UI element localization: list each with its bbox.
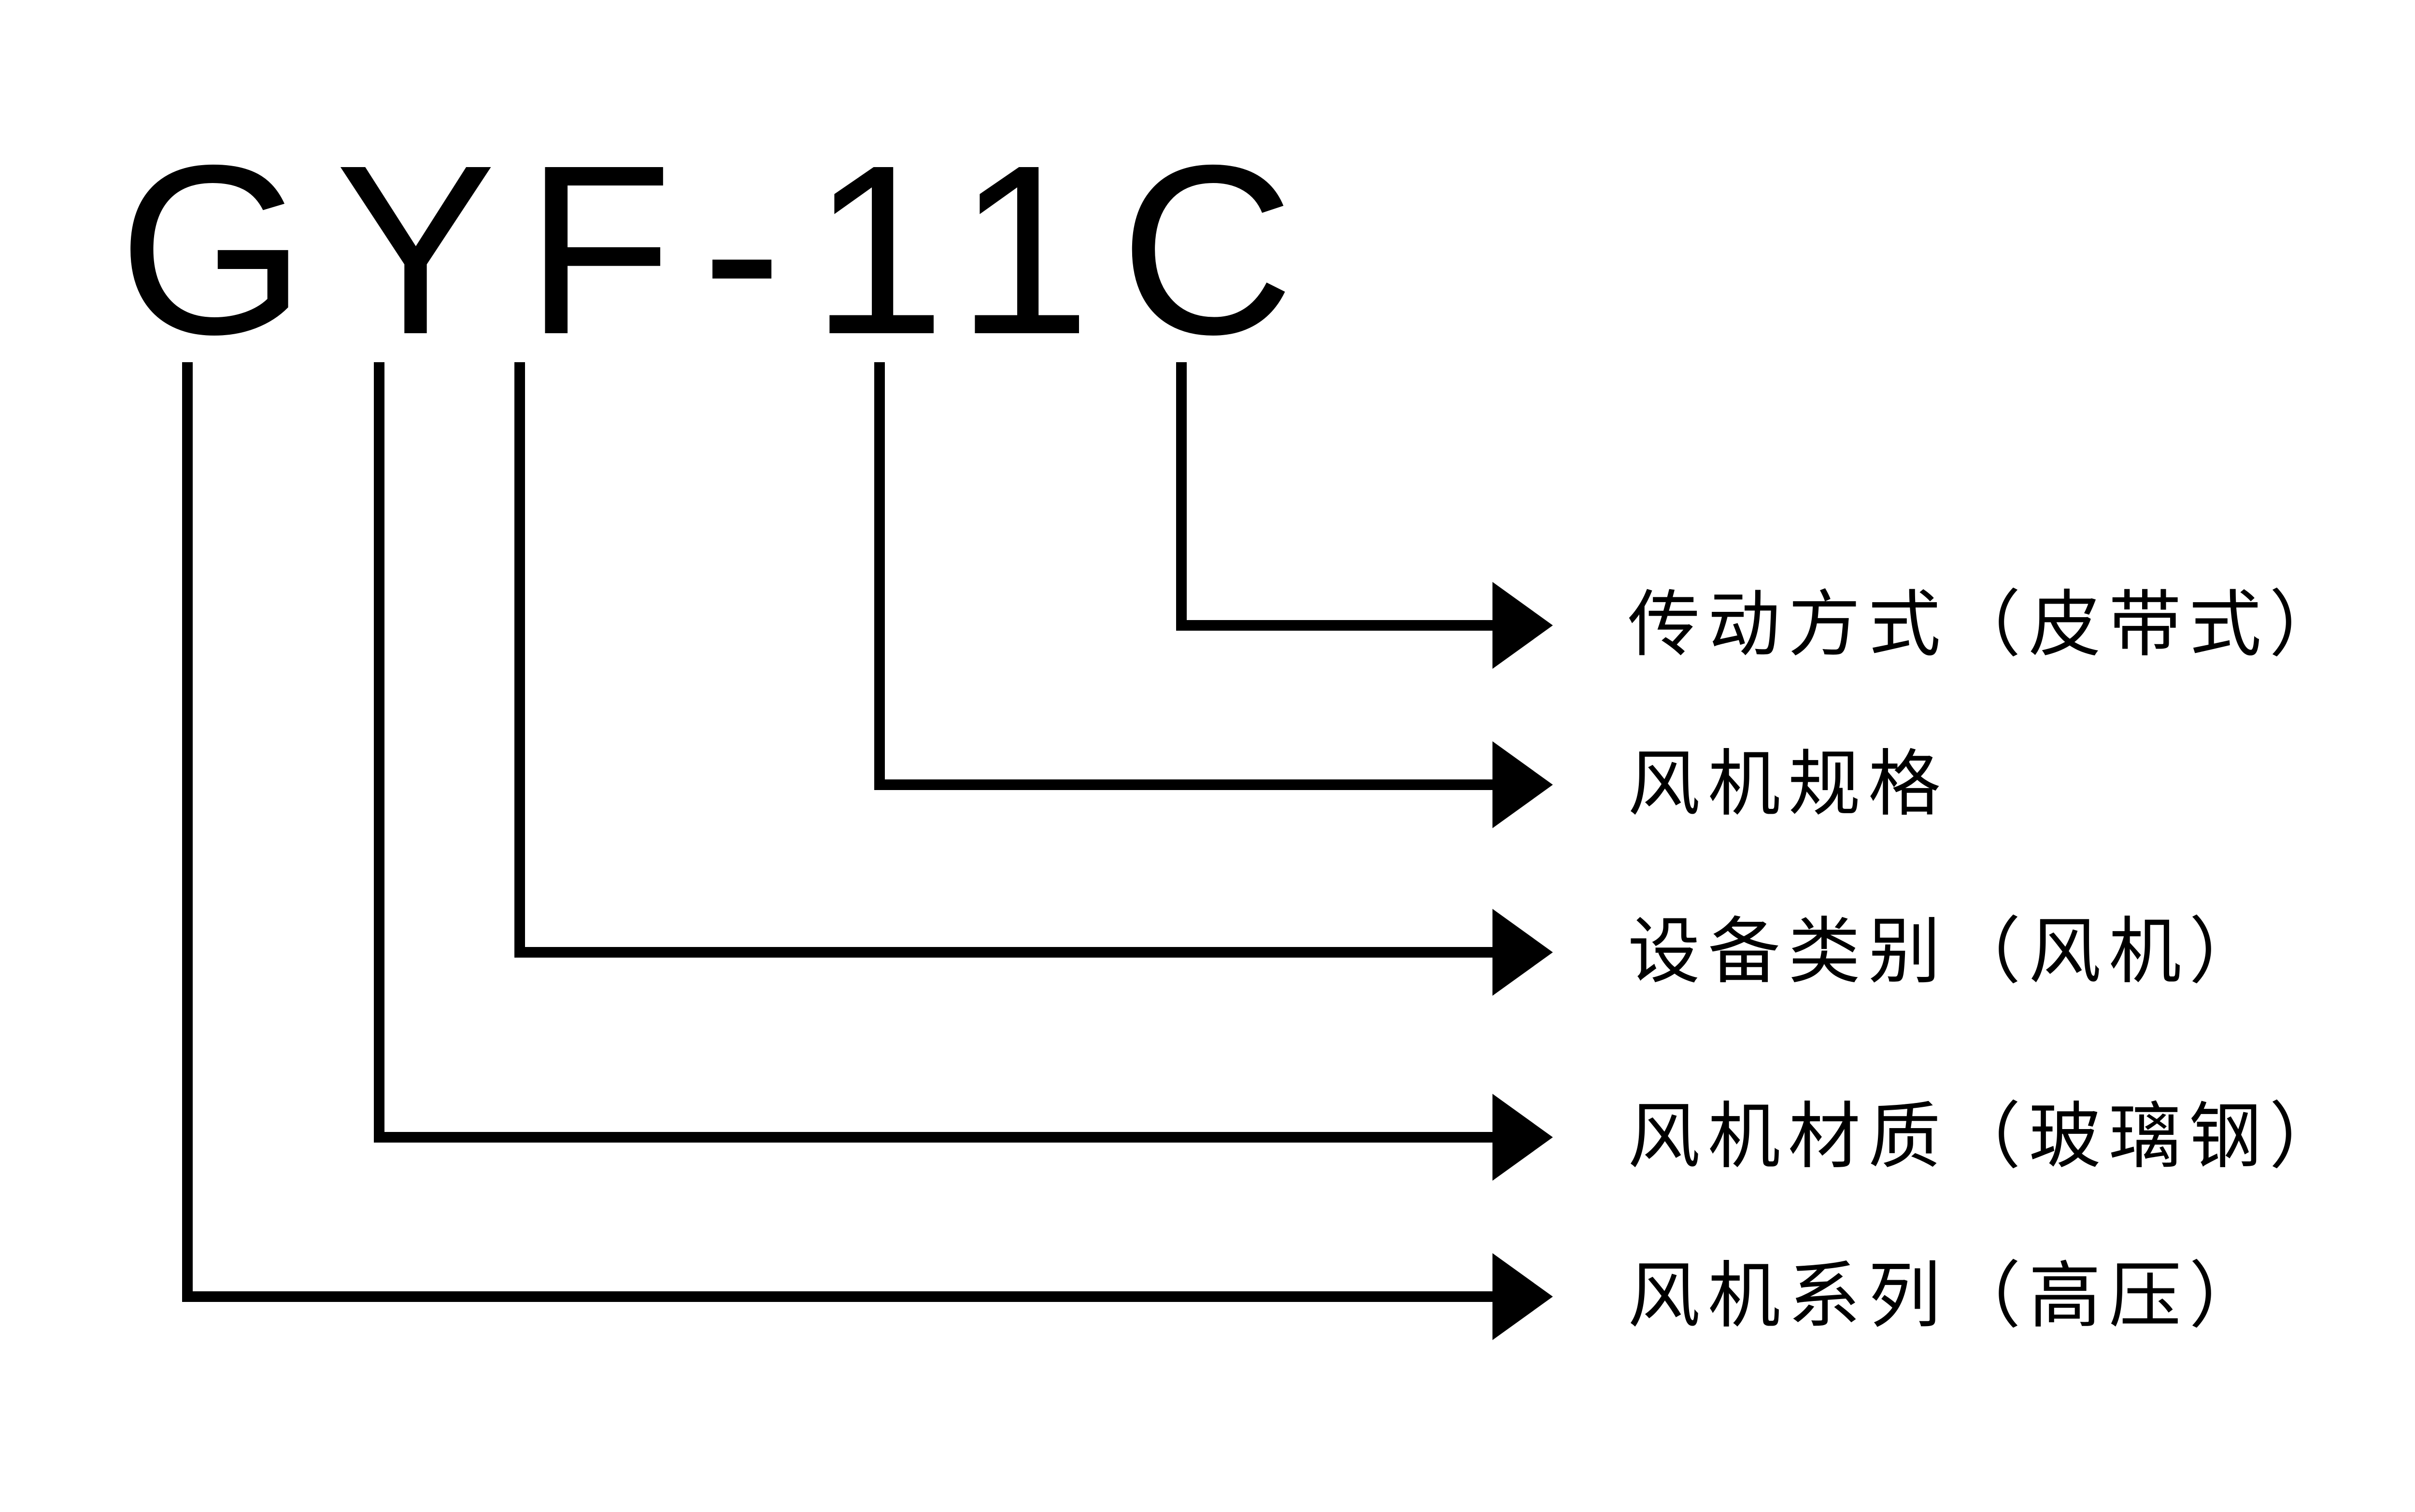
callout-label-transmission: 传动方式（皮带式） xyxy=(1628,583,2349,667)
model-code-title: GYF-11C xyxy=(118,114,1323,384)
leader-equipment-category: 设备类别（风机） xyxy=(514,362,2269,996)
arrow-head-equipment-category xyxy=(1492,909,1553,996)
arrow-head-transmission xyxy=(1492,582,1553,669)
leader-line-fan-spec xyxy=(874,362,1500,790)
leader-line-fan-material xyxy=(374,362,1500,1143)
callout-label-fan-material: 风机材质（玻璃钢） xyxy=(1628,1095,2349,1179)
callout-label-fan-series: 风机系列（高压） xyxy=(1628,1254,2269,1338)
callout-label-fan-spec: 风机规格 xyxy=(1628,742,1948,826)
arrow-head-fan-series xyxy=(1492,1253,1553,1340)
callout-label-equipment-category: 设备类别（风机） xyxy=(1628,910,2269,994)
leader-line-fan-series xyxy=(182,362,1500,1302)
leader-fan-material: 风机材质（玻璃钢） xyxy=(374,362,2349,1181)
leader-line-transmission xyxy=(1176,362,1500,631)
arrow-head-fan-spec xyxy=(1492,741,1553,828)
leader-fan-series: 风机系列（高压） xyxy=(182,362,2269,1340)
leader-fan-spec: 风机规格 xyxy=(874,362,1948,828)
arrow-head-fan-material xyxy=(1492,1094,1553,1181)
leader-transmission: 传动方式（皮带式） xyxy=(1176,362,2349,669)
leader-line-equipment-category xyxy=(514,362,1500,958)
